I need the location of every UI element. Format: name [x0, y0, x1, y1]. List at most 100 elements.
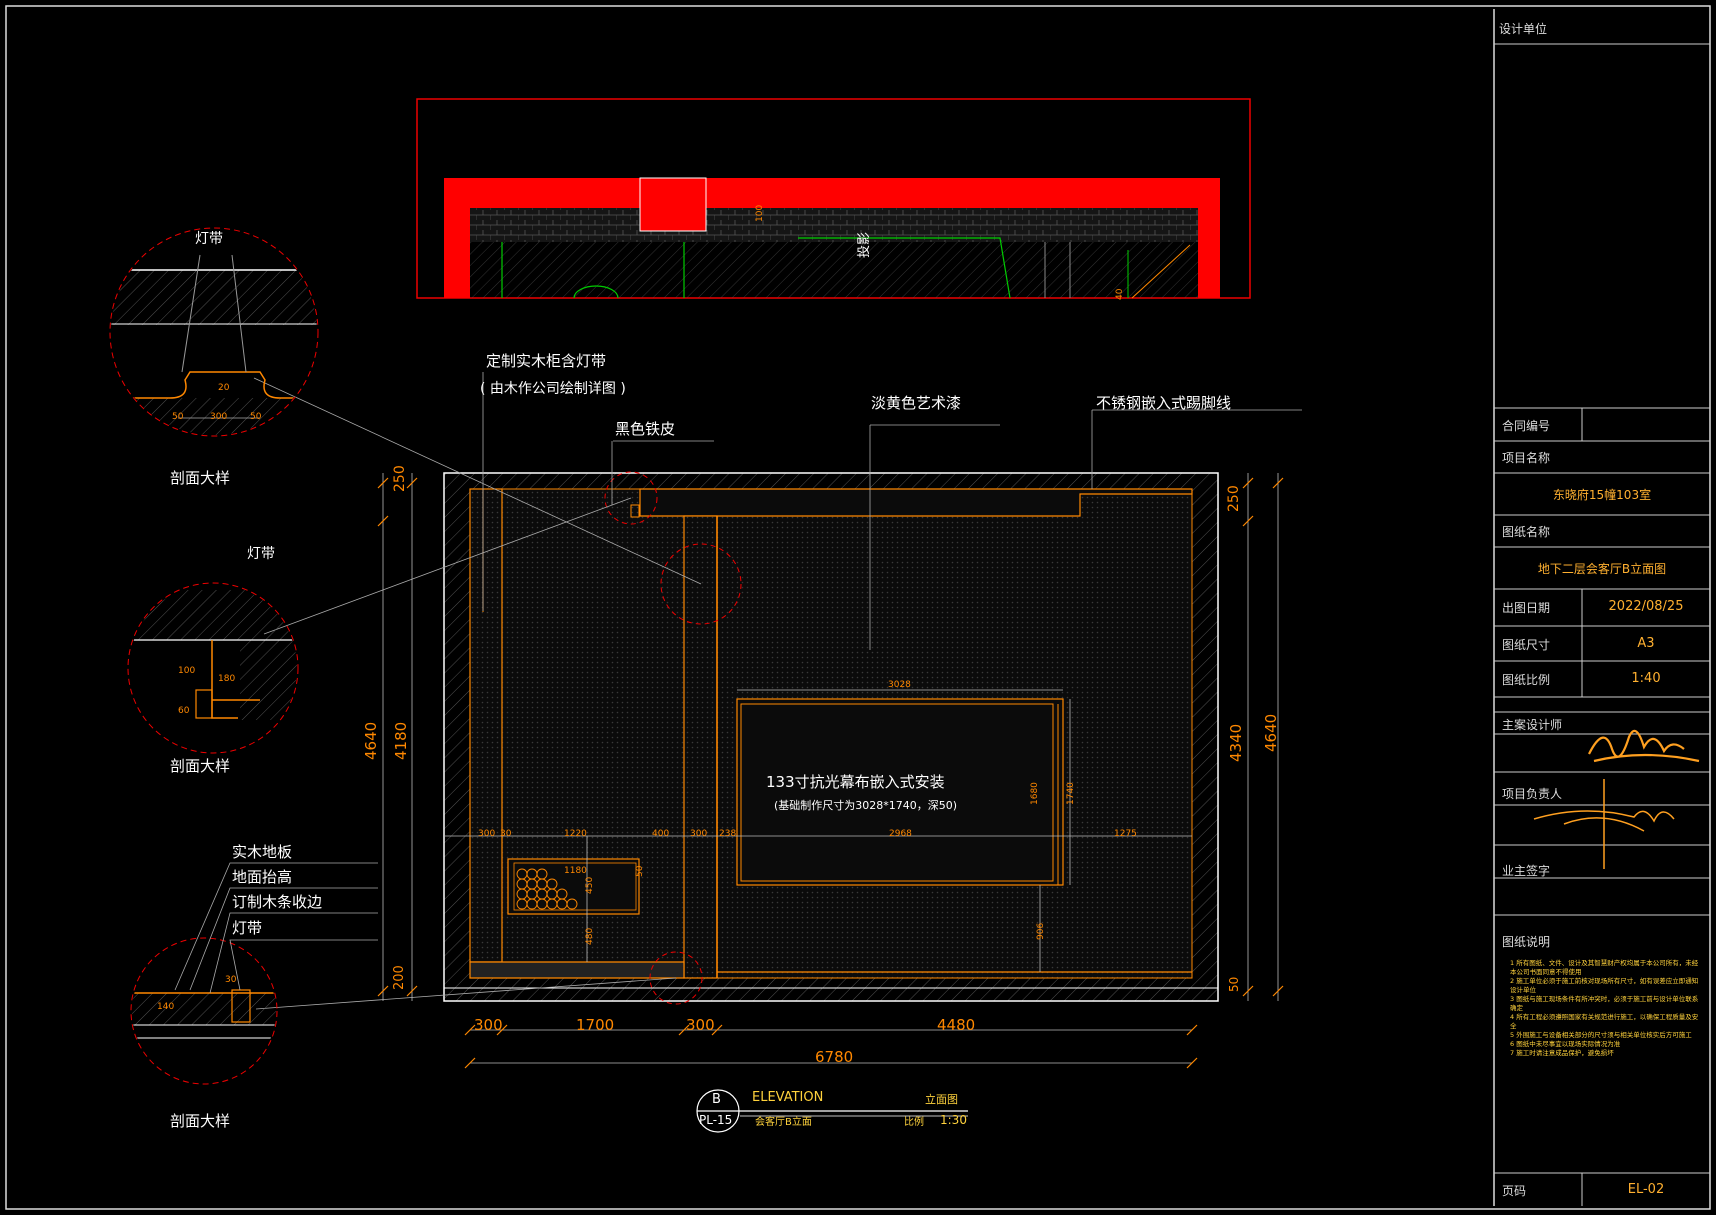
- issue-date: 2022/08/25: [1608, 599, 1684, 614]
- dim-right-total: 4640: [1262, 713, 1280, 752]
- contract-no-label: 合同编号: [1502, 419, 1551, 433]
- callout-iron: 黑色铁皮: [615, 420, 676, 438]
- detail-3: [130, 862, 378, 1085]
- floor-layer: 灯带: [232, 919, 263, 937]
- dim-bottom: 300: [686, 1016, 715, 1034]
- elevation-tag: [696, 1089, 968, 1133]
- notes-label: 图纸说明: [1502, 935, 1551, 949]
- dim-screen-width: 3028: [888, 680, 911, 690]
- plan-label: 投影: [856, 232, 872, 258]
- note-item: 6 图纸中未尽事宜以现场实际情况为准: [1510, 1040, 1621, 1048]
- tag-letter: B: [712, 1092, 721, 1107]
- plan-dim: 100: [755, 205, 765, 222]
- design-unit-label: 设计单位: [1499, 22, 1548, 36]
- project-name: 东晓府15幢103室: [1552, 488, 1652, 502]
- note-item: 7 施工时请注意成品保护，避免损坏: [1510, 1049, 1614, 1057]
- floor-layer: 实木地板: [232, 843, 293, 861]
- detail-dim: 140: [157, 1002, 175, 1012]
- dim-left-bottom: 200: [392, 965, 407, 990]
- tag-sheet: PL-15: [699, 1113, 733, 1127]
- dim-left-mid: 4180: [392, 721, 410, 760]
- section-title: 剖面大样: [170, 469, 231, 487]
- dimension-lines: [382, 473, 1279, 1064]
- title-block: 设计单位 合同编号 项目名称 东晓府15幢103室 图纸名称 地下二层会客厅B立…: [1494, 9, 1710, 1206]
- dim-shelf-h: 450: [585, 876, 595, 894]
- size-label: 图纸尺寸: [1502, 638, 1551, 652]
- dimension-ticks: [377, 477, 1284, 1069]
- note-item: 1 所有图纸、文件、设计及其智慧财产权均属于本公司所有，未经本公司书面同意不得使…: [1510, 959, 1699, 976]
- elevation-view: [253, 372, 1302, 1010]
- dim-left-total: 4640: [362, 721, 380, 760]
- dim-left-top: 250: [392, 465, 408, 492]
- detail-dim: 50: [250, 412, 262, 422]
- floor-layer: 地面抬高: [232, 868, 293, 886]
- page-label: 页码: [1502, 1184, 1527, 1198]
- dim-right-top: 250: [1226, 485, 1242, 512]
- dim-inner: 30: [500, 829, 512, 839]
- dim-inner: 238: [719, 829, 737, 839]
- callout-skirting: 不锈钢嵌入式踢脚线: [1096, 394, 1232, 412]
- detail-dim: 60: [178, 706, 190, 716]
- floor-layer: 订制木条收边: [232, 893, 323, 911]
- section-title: 剖面大样: [170, 1112, 231, 1130]
- note-item: 4 所有工程必须遵照国家有关规范进行施工，以确保工程质量及安全: [1510, 1013, 1699, 1030]
- section-title: 剖面大样: [170, 757, 231, 775]
- notes-list: 1 所有图纸、文件、设计及其智慧财产权均属于本公司所有，未经本公司书面同意不得使…: [1510, 959, 1704, 1058]
- dim-right-bottom: 50: [1227, 976, 1241, 992]
- sheet-border: [5, 5, 1711, 1210]
- tag-elevation: ELEVATION: [752, 1090, 824, 1105]
- dim-inner: 300: [690, 829, 708, 839]
- plan-view: 投影 100 40: [416, 98, 1251, 300]
- callout-screen-note: (基础制作尺寸为3028*1740，深50): [774, 799, 958, 812]
- drawing-scale: 1:40: [1631, 671, 1661, 686]
- dim-screen-h2: 1740: [1066, 782, 1076, 805]
- dim-inner: 400: [652, 829, 670, 839]
- drawing-text: 定制实木柜含灯带 ( 由木作公司绘制详图 ) 黑色铁皮 淡黄色艺术漆 不锈钢嵌入…: [157, 231, 1280, 1130]
- callout-cabinet-note: ( 由木作公司绘制详图 ): [480, 381, 626, 397]
- detail-dim: 20: [218, 383, 230, 393]
- dim-bottom-total: 6780: [815, 1048, 854, 1066]
- dim-inner: 300: [478, 829, 496, 839]
- dim-inner: 2968: [889, 829, 912, 839]
- dim-shelf-w: 1180: [564, 866, 587, 876]
- dim-right-mid: 4340: [1227, 723, 1245, 762]
- paper-size: A3: [1637, 636, 1655, 651]
- dim-bottom: 1700: [576, 1016, 615, 1034]
- tag-subtitle: 会客厅B立面: [755, 1117, 812, 1128]
- date-label: 出图日期: [1502, 601, 1551, 615]
- callout-screen: 133寸抗光幕布嵌入式安装: [766, 773, 945, 791]
- lead-label: 项目负责人: [1502, 787, 1563, 801]
- page-number: EL-02: [1627, 1182, 1665, 1197]
- designer-label: 主案设计师: [1502, 718, 1563, 732]
- dim-inner: 1220: [564, 829, 587, 839]
- drawing-name: 地下二层会客厅B立面图: [1537, 562, 1667, 576]
- title-block-grid: [1494, 43, 1710, 1206]
- dim-screen-bottom: 906: [1036, 922, 1046, 940]
- dim-bottom: 300: [474, 1016, 503, 1034]
- drawing-name-label: 图纸名称: [1502, 525, 1551, 539]
- detail-label: 灯带: [247, 546, 275, 562]
- detail-dim: 30: [225, 975, 237, 985]
- detail-dim: 180: [218, 674, 236, 684]
- dim-bottom: 4480: [937, 1016, 976, 1034]
- designer-signature: [1588, 729, 1700, 763]
- note-item: 2 施工单位必须于施工前核对现场所有尺寸，如有误差应立即通知设计单位: [1510, 977, 1699, 994]
- tag-cn-title: 立面图: [925, 1093, 958, 1106]
- wine-bottles: [516, 868, 578, 910]
- note-item: 5 外围施工与设备相关部分的尺寸须与相关单位核实后方可施工: [1510, 1031, 1692, 1039]
- tag-scale-label: 比例: [904, 1117, 924, 1128]
- detail-label: 灯带: [195, 231, 223, 247]
- callout-art-paint: 淡黄色艺术漆: [871, 394, 962, 412]
- dim-screen-h1: 1680: [1030, 782, 1040, 805]
- lead-signature: [1533, 779, 1675, 869]
- detail-dim: 100: [178, 666, 196, 676]
- detail-dim: 300: [210, 412, 228, 422]
- tag-scale: 1:30: [940, 1113, 967, 1127]
- note-item: 3 图纸与施工现场条件有所冲突时，必须于施工前与设计单位联系确定: [1510, 995, 1699, 1012]
- owner-label: 业主签字: [1502, 864, 1551, 878]
- dim-shelf-side: 50: [635, 865, 645, 877]
- detail-dim: 50: [172, 412, 184, 422]
- dim-shelf-bottom: 480: [585, 927, 595, 945]
- callout-cabinet: 定制实木柜含灯带: [486, 352, 607, 370]
